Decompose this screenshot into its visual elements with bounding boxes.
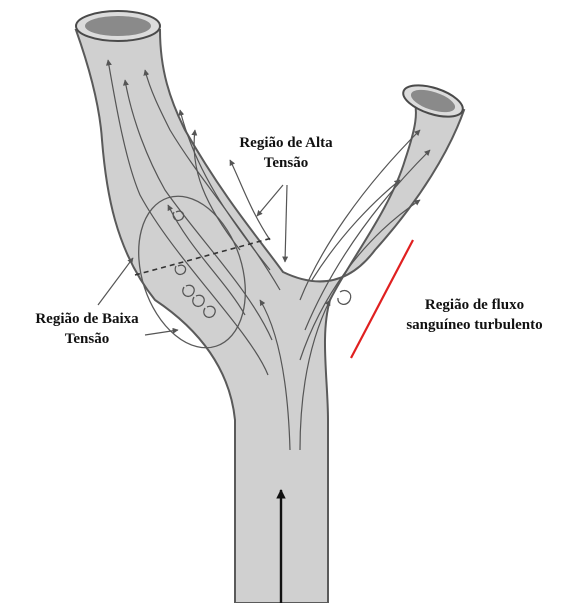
high-stress-label-line2: Tensão xyxy=(212,153,360,173)
low-stress-label-line2: Tensão xyxy=(4,329,170,349)
turbulent-flow-label-line1: Região de fluxo xyxy=(392,295,557,315)
left-branch-lumen-inner xyxy=(85,16,151,36)
high-stress-label-line1: Região de Alta xyxy=(212,133,360,153)
low-stress-label: Região de Baixa Tensão xyxy=(4,309,170,349)
high-stress-label: Região de Alta Tensão xyxy=(212,133,360,173)
turbulent-flow-label-line2: sanguíneo turbulento xyxy=(392,315,557,335)
low-stress-label-line1: Região de Baixa xyxy=(4,309,170,329)
turbulent-flow-label: Região de fluxo sanguíneo turbulento xyxy=(392,295,557,335)
